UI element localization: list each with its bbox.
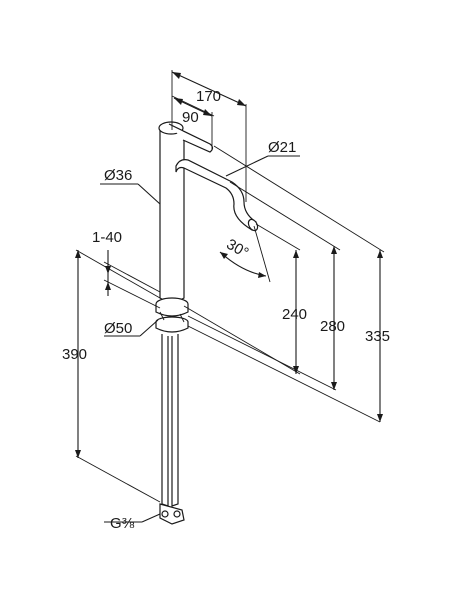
spout	[175, 159, 259, 232]
dimension-lines	[75, 70, 385, 523]
dim-thread-g38-label: G⅜	[110, 515, 135, 532]
dim-diameter-36-label: Ø36	[104, 167, 132, 184]
dimension-arrows	[75, 72, 383, 458]
dim-390-label: 390	[62, 346, 87, 363]
dim-diameter-50-label: Ø50	[104, 320, 132, 337]
faucet-body	[158, 121, 185, 303]
dimension-labels: 170 90 Ø21 Ø36 30° 1-40 240 280 335 390 …	[62, 88, 390, 532]
lever-handle	[168, 123, 214, 153]
supply-hoses	[159, 334, 185, 525]
dim-335-label: 335	[365, 328, 390, 345]
dim-170-label: 170	[196, 88, 221, 105]
dim-240-label: 240	[282, 306, 307, 323]
dim-1-40-label: 1-40	[92, 229, 122, 246]
base-flange	[155, 297, 189, 333]
dim-90-label: 90	[182, 109, 199, 126]
dim-280-label: 280	[320, 318, 345, 335]
dim-diameter-21-label: Ø21	[268, 139, 296, 156]
